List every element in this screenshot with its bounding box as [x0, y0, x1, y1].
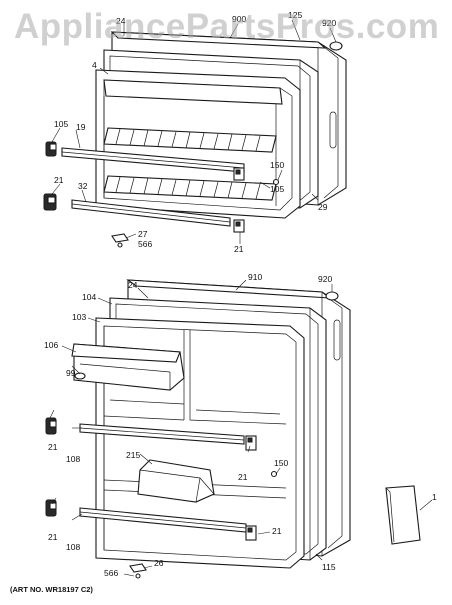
- fresh-food-clip-left-upper: [45, 417, 57, 435]
- label-150: 150: [270, 160, 284, 170]
- label-105-upper: 105: [54, 119, 68, 129]
- label-21-right-lower: 21: [272, 526, 282, 536]
- label-910: 910: [248, 272, 262, 282]
- freezer-handle: [329, 111, 337, 149]
- dairy-tray: [137, 459, 215, 503]
- freezer-clip-right-lower: [233, 219, 245, 233]
- fresh-food-labels: 910 24 920 104 103 106 99 21 108 215 150…: [44, 272, 437, 578]
- fresh-food-clip-left-lower: [45, 499, 57, 517]
- label-1: 1: [432, 492, 437, 502]
- label-105-lower: 105: [270, 184, 284, 194]
- fresh-food-clip-right-upper: [245, 435, 257, 451]
- label-99: 99: [66, 368, 76, 378]
- freezer-door-assembly: [43, 31, 347, 248]
- label-21-upper: 21: [54, 175, 64, 185]
- fresh-food-screw: [270, 470, 278, 478]
- label-566-lower: 566: [104, 568, 118, 578]
- freezer-labels: 24 900 125 920 4 105 19 150 21 32 105 29…: [54, 10, 336, 254]
- label-21-left-upper: 21: [48, 442, 58, 452]
- fresh-food-nameplate: [129, 563, 147, 573]
- label-26: 26: [154, 558, 164, 568]
- freezer-clip-right-upper: [233, 167, 245, 181]
- label-27: 27: [138, 229, 148, 239]
- fresh-food-door-assembly: [45, 279, 421, 579]
- fresh-food-leaders: [49, 279, 433, 577]
- label-103: 103: [72, 312, 86, 322]
- fresh-food-clip-right-lower: [245, 525, 257, 541]
- freezer-leaders: [51, 19, 337, 244]
- label-104: 104: [82, 292, 96, 302]
- label-125: 125: [288, 10, 302, 20]
- label-215: 215: [126, 450, 140, 460]
- fresh-food-handle: [333, 319, 341, 361]
- label-108-upper: 108: [66, 454, 80, 464]
- label-106: 106: [44, 340, 58, 350]
- label-21-left-lower: 21: [48, 532, 58, 542]
- label-21-top-right: 21: [234, 244, 244, 254]
- label-32: 32: [78, 181, 88, 191]
- label-108-lower: 108: [66, 542, 80, 552]
- label-4: 4: [92, 60, 97, 70]
- freezer-nameplate: [111, 233, 129, 243]
- label-21-right-upper: 21: [238, 472, 248, 482]
- label-24-lower: 24: [128, 280, 138, 290]
- label-115: 115: [322, 562, 336, 572]
- label-19: 19: [76, 122, 86, 132]
- freezer-screw: [272, 178, 280, 186]
- label-150-lower: 150: [274, 458, 288, 468]
- part-1-card: [385, 485, 421, 545]
- label-900: 900: [232, 14, 246, 24]
- art-number: (ART NO. WR18197 C2): [10, 585, 93, 594]
- label-920-lower: 920: [318, 274, 332, 284]
- freezer-clip-left-upper: [45, 141, 57, 157]
- freezer-clip-left-lower: [43, 193, 57, 211]
- label-29: 29: [318, 202, 328, 212]
- label-920: 920: [322, 18, 336, 28]
- fresh-food-plug: [325, 291, 339, 301]
- butter-compartment: [71, 343, 185, 391]
- label-24: 24: [116, 16, 126, 26]
- freezer-plug: [329, 41, 343, 51]
- label-566-top: 566: [138, 239, 152, 249]
